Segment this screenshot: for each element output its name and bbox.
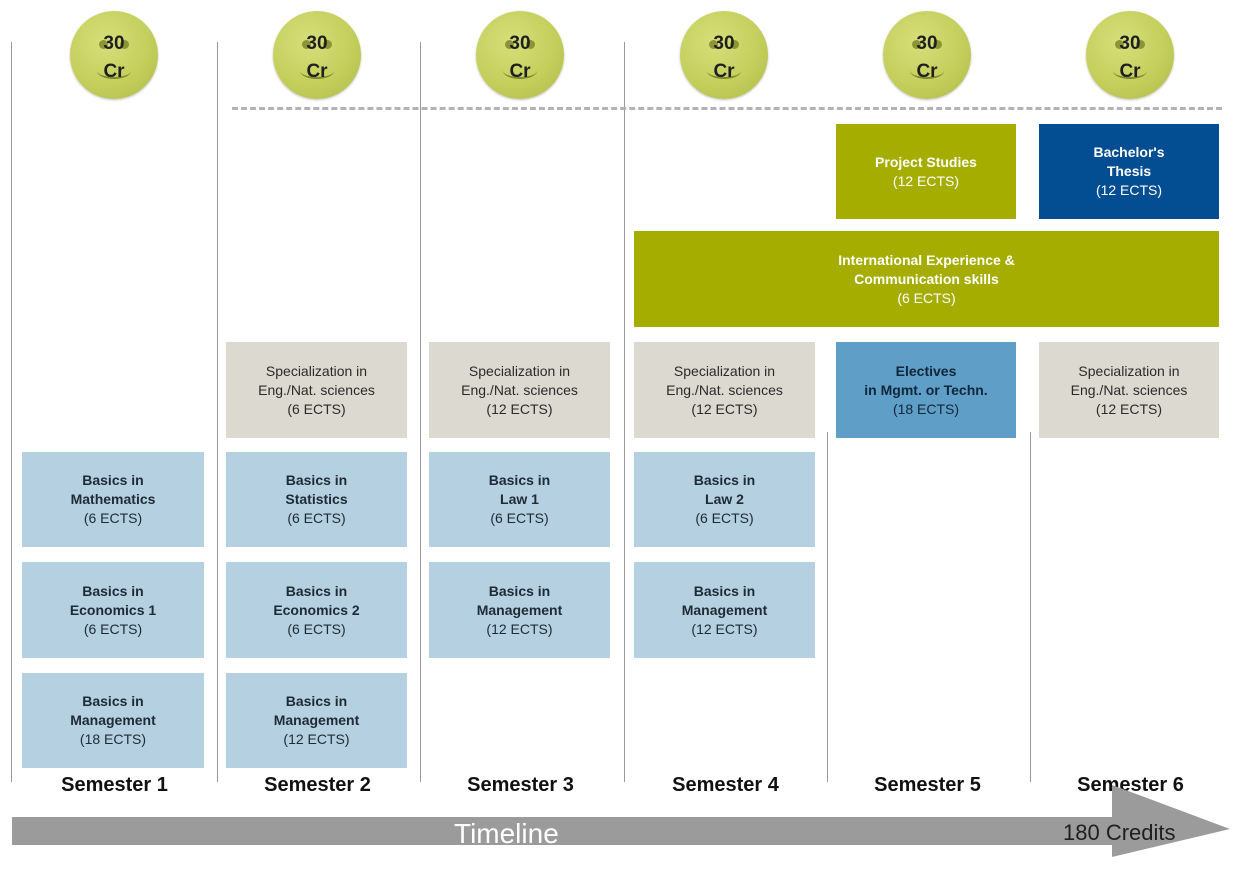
module-project-studies: Project Studies (12 ECTS): [836, 124, 1016, 219]
module-credits: (6 ECTS): [287, 510, 346, 526]
coin-credits: 30: [509, 33, 531, 54]
coin-unit: Cr: [713, 61, 735, 82]
module-title: Specialization in Eng./Nat. sciences: [1070, 362, 1188, 398]
module-electives: Electives in Mgmt. or Techn. (18 ECTS): [836, 342, 1016, 438]
timeline-label: Timeline: [454, 818, 559, 849]
module-basics-law-2: Basics in Law 2 (6 ECTS): [634, 452, 815, 547]
coin-unit: Cr: [916, 61, 938, 82]
module-specialization: Specialization in Eng./Nat. sciences (12 …: [634, 342, 815, 438]
module-basics-management: Basics in Management (18 ECTS): [22, 673, 204, 768]
module-credits: (6 ECTS): [695, 510, 754, 526]
module-basics-management: Basics in Management (12 ECTS): [634, 562, 815, 658]
module-credits: (18 ECTS): [892, 400, 960, 417]
semester-label: Semester 3: [467, 774, 574, 796]
column-divider: [11, 42, 12, 782]
module-title: Basics in Management: [681, 582, 768, 618]
module-credits: (18 ECTS): [79, 731, 147, 747]
semester-label: Semester 2: [264, 774, 371, 796]
module-credits: (6 ECTS): [83, 510, 143, 526]
module-title: Basics in Statistics: [285, 472, 348, 507]
credit-coin: 30 Cr: [1086, 11, 1174, 99]
column-divider: [420, 42, 421, 782]
module-credits: (12 ECTS): [486, 620, 553, 637]
module-credits: (6 ECTS): [490, 510, 549, 526]
coin-credits: 30: [916, 33, 938, 54]
module-credits: (6 ECTS): [287, 400, 346, 417]
coin-credits: 30: [713, 33, 735, 54]
module-basics-management: Basics in Management (12 ECTS): [429, 562, 610, 658]
semester-label: Semester 6: [1077, 774, 1184, 796]
module-credits: (6 ECTS): [287, 620, 346, 637]
module-title: Specialization in Eng./Nat. sciences: [258, 362, 375, 398]
semester-label: Semester 5: [874, 774, 981, 796]
coin-unit: Cr: [509, 61, 531, 82]
column-divider: [624, 42, 625, 782]
module-basics-economics-1: Basics in Economics 1 (6 ECTS): [22, 562, 204, 658]
module-credits: (12 ECTS): [1095, 400, 1163, 417]
module-credits: (12 ECTS): [892, 172, 960, 189]
module-international-experience: International Experience & Communication…: [634, 231, 1219, 327]
module-title: Specialization in Eng./Nat. sciences: [666, 362, 783, 398]
semester-label: Semester 1: [61, 774, 168, 796]
column-divider: [827, 432, 828, 782]
credit-coin: 30 Cr: [476, 11, 564, 99]
module-specialization: Specialization in Eng./Nat. sciences (12 …: [1039, 342, 1219, 438]
module-credits: (12 ECTS): [1095, 182, 1163, 198]
semester-label: Semester 4: [672, 774, 779, 796]
module-credits: (6 ECTS): [897, 289, 956, 306]
module-specialization: Specialization in Eng./Nat. sciences (12 …: [429, 342, 610, 438]
module-title: Specialization in Eng./Nat. sciences: [461, 362, 578, 398]
column-divider: [217, 42, 218, 782]
module-credits: (12 ECTS): [283, 731, 350, 747]
module-title: Basics in Mathematics: [70, 472, 156, 507]
module-credits: (12 ECTS): [486, 400, 553, 417]
module-title: Project Studies: [875, 153, 977, 170]
module-title: Basics in Law 2: [693, 472, 756, 507]
coin-unit: Cr: [103, 61, 125, 82]
module-bachelors-thesis: Bachelor's Thesis (12 ECTS): [1039, 124, 1219, 219]
module-title: Basics in Economics 2: [273, 582, 360, 618]
credit-coin: 30 Cr: [273, 11, 361, 99]
module-title: Basics in Management: [273, 693, 360, 728]
coin-unit: Cr: [306, 61, 328, 82]
module-basics-economics-2: Basics in Economics 2 (6 ECTS): [226, 562, 407, 658]
column-divider: [1030, 432, 1031, 782]
module-title: Bachelor's Thesis: [1093, 144, 1165, 179]
credit-coin: 30 Cr: [680, 11, 768, 99]
module-credits: (12 ECTS): [691, 400, 758, 417]
module-credits: (12 ECTS): [691, 620, 758, 637]
module-basics-management: Basics in Management (12 ECTS): [226, 673, 407, 768]
module-specialization: Specialization in Eng./Nat. sciences (6 E…: [226, 342, 407, 438]
module-credits: (6 ECTS): [83, 620, 143, 637]
module-title: International Experience & Communication…: [838, 251, 1015, 287]
module-title: Basics in Economics 1: [69, 582, 157, 618]
coin-unit: Cr: [1119, 61, 1141, 82]
total-credits-label: 180 Credits: [1063, 820, 1176, 845]
timeline-arrow: [12, 785, 1230, 857]
coin-credits: 30: [1119, 33, 1141, 54]
module-basics-law-1: Basics in Law 1 (6 ECTS): [429, 452, 610, 547]
coin-credits: 30: [103, 33, 125, 54]
credit-coin: 30 Cr: [883, 11, 971, 99]
coin-credits: 30: [306, 33, 328, 54]
credits-dashed-line: [232, 107, 1222, 110]
module-title: Basics in Management: [476, 582, 563, 618]
credit-coin: 30 Cr: [70, 11, 158, 99]
module-title: Basics in Management: [70, 693, 156, 728]
module-title: Electives in Mgmt. or Techn.: [864, 362, 988, 398]
module-title: Basics in Law 1: [488, 472, 551, 507]
module-basics-mathematics: Basics in Mathematics (6 ECTS): [22, 452, 204, 547]
module-basics-statistics: Basics in Statistics (6 ECTS): [226, 452, 407, 547]
